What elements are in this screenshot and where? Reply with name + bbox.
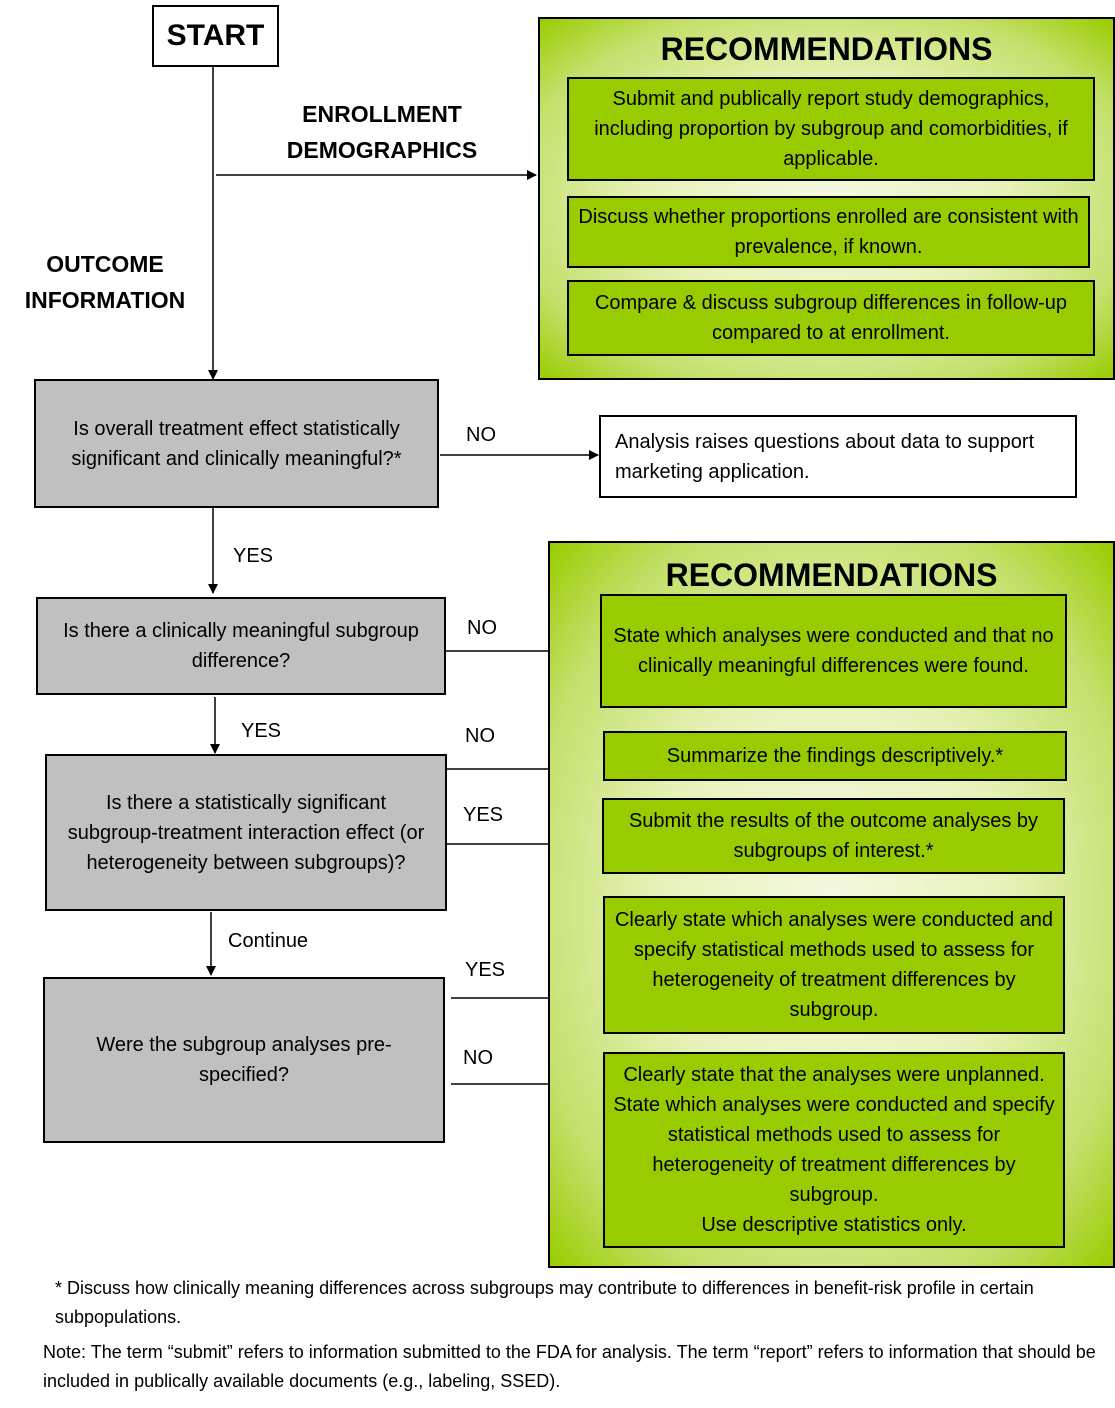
recommendation-no-difference: State which analyses were conducted and …: [600, 594, 1067, 708]
decision-prespecified: Were the subgroup analyses pre-specified…: [43, 977, 445, 1143]
footnote-note: Note: The term “submit” refers to inform…: [43, 1342, 1096, 1391]
recommendation-top-3: Compare & discuss subgroup differences i…: [567, 280, 1095, 356]
edge-label-q3-no: NO: [465, 725, 495, 747]
outcome-information-label: OUTCOME INFORMATION: [24, 251, 186, 313]
footnote-asterisk: * Discuss how clinically meaning differe…: [55, 1278, 1034, 1327]
panel-bottom-title: RECOMMENDATIONS: [665, 557, 998, 593]
edge-label-q4-yes: YES: [465, 959, 506, 981]
recommendation-top-2: Discuss whether proportions enrolled are…: [567, 196, 1090, 268]
recommendation-submit-results: Submit the results of the outcome analys…: [602, 798, 1065, 874]
edge-label-q1-yes: YES: [233, 545, 274, 567]
decision-overall-treatment-effect: Is overall treatment effect statisticall…: [34, 379, 439, 508]
edge-label-q2-no: NO: [467, 617, 497, 639]
decision-subgroup-difference: Is there a clinically meaningful subgrou…: [36, 597, 446, 695]
decision-interaction-effect: Is there a statistically significant sub…: [45, 754, 447, 911]
recommendation-summarize-descriptively: Summarize the findings descriptively.*: [603, 731, 1067, 781]
enrollment-demographics-label: ENROLLMENT DEMOGRAPHICS: [286, 101, 478, 163]
edge-label-continue: Continue: [228, 930, 309, 952]
recommendation-prespecified-methods: Clearly state which analyses were conduc…: [603, 896, 1065, 1034]
outcome-analysis-raises-questions: Analysis raises questions about data to …: [599, 415, 1077, 498]
outcome-analysis-text: Analysis raises questions about data to …: [615, 430, 1035, 483]
edge-label-q2-yes: YES: [241, 720, 282, 742]
recommendation-top-1: Submit and publically report study demog…: [567, 77, 1095, 181]
start-node: START: [152, 5, 279, 67]
edge-label-q1-no: NO: [466, 424, 496, 446]
start-label: START: [166, 19, 265, 52]
panel-top-title: RECOMMENDATIONS: [660, 31, 993, 67]
recommendation-unplanned-analyses: Clearly state that the analyses were unp…: [603, 1052, 1065, 1248]
edge-label-q3-yes: YES: [463, 804, 504, 826]
edge-label-q4-no: NO: [463, 1047, 493, 1069]
